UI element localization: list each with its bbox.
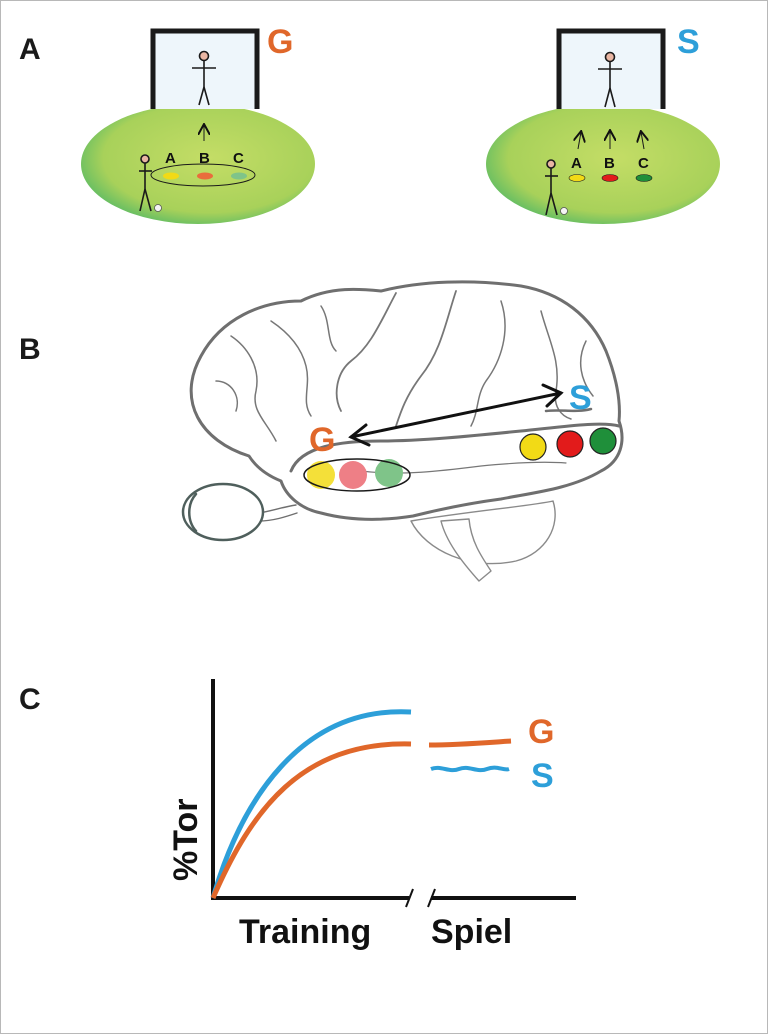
target-label-b: B <box>199 150 210 167</box>
target-label-c-s: C <box>638 155 649 172</box>
sulcus-8 <box>579 340 594 397</box>
target-a-marker <box>163 172 179 180</box>
node-green-s <box>589 427 617 455</box>
goal-frame-g <box>150 28 260 109</box>
x-axis-label-game: Spiel <box>431 913 512 951</box>
panel-label-c: C <box>19 683 41 716</box>
target-label-c: C <box>233 150 244 167</box>
target-c-marker-s <box>635 174 653 182</box>
curve-g-training <box>210 741 412 900</box>
node-red-g <box>339 461 367 489</box>
cluster-s <box>519 427 617 461</box>
ventral-stream-line <box>544 407 593 413</box>
goalkeeper-s <box>598 51 622 108</box>
target-group-outline <box>150 163 256 187</box>
kicker-s <box>545 159 558 216</box>
target-label-a: A <box>165 150 176 167</box>
target-label-b-s: B <box>604 155 615 172</box>
cluster-outline-g <box>303 458 411 492</box>
sulcus-5 <box>320 305 337 352</box>
field-group-g: A B C G <box>81 23 315 224</box>
target-a-marker-s <box>568 174 586 182</box>
sylvian-fissure <box>289 422 621 473</box>
legend-g: G <box>528 713 554 751</box>
group-letter-g-b: G <box>309 421 335 459</box>
ball-icon <box>154 204 162 212</box>
axis-break-right <box>427 888 436 908</box>
sulcus-3 <box>215 380 238 412</box>
kick-arrow-a-icon <box>578 132 581 150</box>
target-b-marker <box>197 172 213 180</box>
node-yellow-s <box>519 433 547 461</box>
connection-arrow-icon <box>348 383 564 447</box>
brainstem <box>440 518 492 582</box>
node-yellow-g <box>307 461 335 489</box>
group-letter-s-a: S <box>677 23 700 61</box>
kicker-g <box>139 154 152 212</box>
goal-frame-s <box>556 28 666 109</box>
kick-arrow-c-icon <box>641 132 644 150</box>
group-letter-s-b: S <box>569 379 592 417</box>
target-c-marker <box>231 172 247 180</box>
group-letter-g-a: G <box>267 23 293 61</box>
central-sulcus <box>335 292 397 412</box>
cluster-g <box>303 458 411 492</box>
curve-s-game <box>430 765 510 773</box>
soccer-field-s <box>486 104 720 224</box>
goal-net-g <box>153 31 257 109</box>
optic-nerve-2 <box>258 512 298 522</box>
cerebellum <box>410 500 556 565</box>
node-red-s <box>556 430 584 458</box>
ball-icon-s <box>560 207 568 215</box>
target-b-marker-s <box>601 174 619 182</box>
panel-label-b: B <box>19 333 41 366</box>
target-label-a-s: A <box>571 155 582 172</box>
goalkeeper-g <box>192 50 216 106</box>
brain-illustration <box>181 280 624 582</box>
curve-s-training <box>210 709 412 899</box>
panel-label-a: A <box>19 33 41 66</box>
eye-lens <box>188 492 198 533</box>
legend-s: S <box>531 757 554 795</box>
node-green-g <box>375 459 403 487</box>
sulcus-2 <box>230 335 277 442</box>
axis-break-left <box>405 888 414 908</box>
optic-nerve <box>258 504 297 514</box>
sulcus-4 <box>270 320 312 417</box>
x-axis-label-training: Training <box>239 913 371 951</box>
goal-net-s <box>559 31 663 109</box>
learning-chart: G S %Tor Training Spiel <box>167 679 576 951</box>
eye-icon <box>181 482 265 542</box>
sulcus-1 <box>395 290 457 427</box>
field-group-s: A B C S <box>486 23 720 224</box>
curve-g-game <box>428 738 512 748</box>
y-axis-label: %Tor <box>167 799 205 881</box>
